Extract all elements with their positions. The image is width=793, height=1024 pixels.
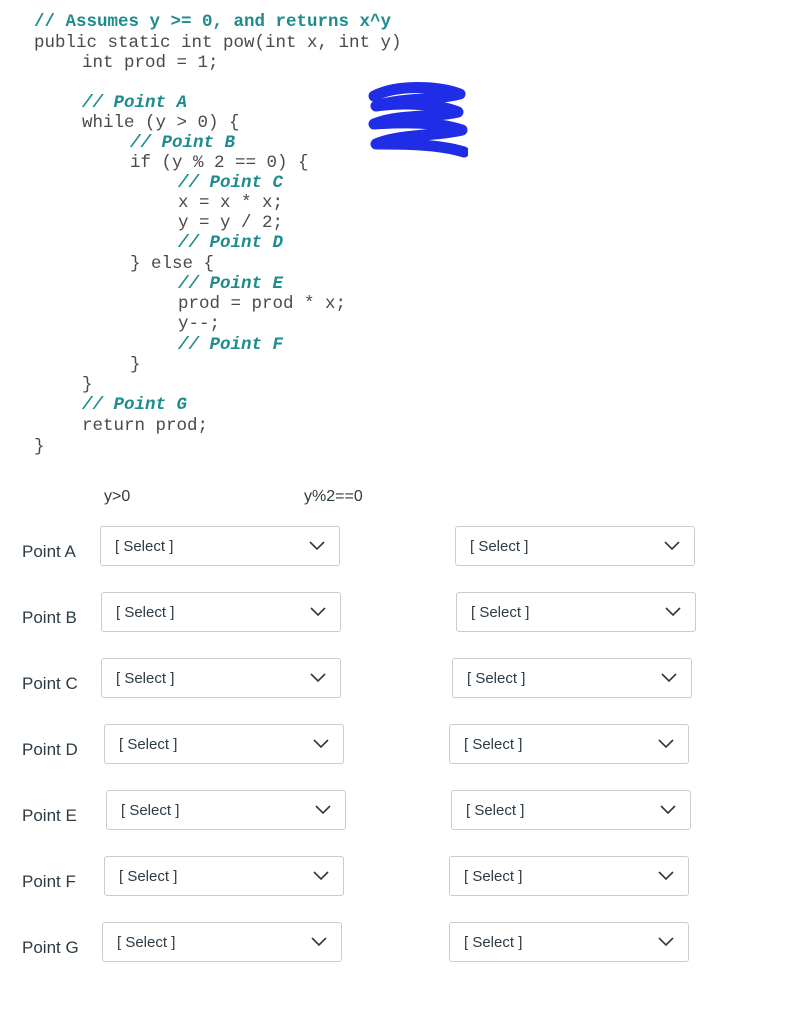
select-point-c-y-gt-0[interactable]: [ Select ]: [101, 658, 341, 698]
row-label-point-e: Point E: [22, 806, 77, 825]
select-value: [ Select ]: [119, 736, 178, 753]
row-label-point-f: Point F: [22, 872, 76, 891]
select-point-f-y-gt-0[interactable]: [ Select ]: [104, 856, 344, 896]
code-x-assign: x = x * x;: [178, 193, 284, 213]
chevron-down-icon: [310, 673, 326, 683]
code-y-dec: y--;: [178, 314, 221, 334]
select-point-b-y-mod-2[interactable]: [ Select ]: [456, 592, 696, 632]
code-point-e: // Point E: [178, 274, 284, 294]
code-point-f: // Point F: [178, 335, 284, 355]
row-label-point-g: Point G: [22, 938, 79, 957]
code-point-b: // Point B: [130, 133, 236, 153]
select-value: [ Select ]: [117, 934, 176, 951]
row-label-point-a: Point A: [22, 542, 76, 561]
select-point-b-y-gt-0[interactable]: [ Select ]: [101, 592, 341, 632]
chevron-down-icon: [313, 739, 329, 749]
column-header-y-gt-0: y>0: [104, 488, 131, 505]
code-else: } else {: [130, 254, 215, 274]
chevron-down-icon: [658, 739, 674, 749]
chevron-down-icon: [661, 673, 677, 683]
code-return: return prod;: [82, 416, 209, 436]
select-value: [ Select ]: [116, 604, 175, 621]
select-point-g-y-gt-0[interactable]: [ Select ]: [102, 922, 342, 962]
code-prod-assign: prod = prod * x;: [178, 294, 347, 314]
code-signature: public static int pow(int x, int y): [34, 33, 402, 53]
code-y-assign: y = y / 2;: [178, 213, 284, 233]
select-value: [ Select ]: [115, 538, 174, 555]
select-point-e-y-mod-2[interactable]: [ Select ]: [451, 790, 691, 830]
code-prod-init: int prod = 1;: [82, 53, 219, 73]
chevron-down-icon: [309, 541, 325, 551]
select-value: [ Select ]: [464, 868, 523, 885]
chevron-down-icon: [665, 607, 681, 617]
redaction-scribble: [368, 82, 468, 158]
select-point-c-y-mod-2[interactable]: [ Select ]: [452, 658, 692, 698]
code-comment-header: // Assumes y >= 0, and returns x^y: [34, 12, 392, 32]
code-close-if: }: [130, 355, 141, 375]
row-label-point-b: Point B: [22, 608, 77, 627]
chevron-down-icon: [310, 607, 326, 617]
select-point-a-y-mod-2[interactable]: [ Select ]: [455, 526, 695, 566]
select-value: [ Select ]: [121, 802, 180, 819]
chevron-down-icon: [311, 937, 327, 947]
code-point-a: // Point A: [82, 93, 188, 113]
select-value: [ Select ]: [116, 670, 175, 687]
select-point-f-y-mod-2[interactable]: [ Select ]: [449, 856, 689, 896]
select-point-d-y-mod-2[interactable]: [ Select ]: [449, 724, 689, 764]
row-label-point-d: Point D: [22, 740, 78, 759]
chevron-down-icon: [313, 871, 329, 881]
code-close-while: }: [82, 375, 93, 395]
chevron-down-icon: [658, 937, 674, 947]
row-label-point-c: Point C: [22, 674, 78, 693]
chevron-down-icon: [315, 805, 331, 815]
code-point-g: // Point G: [82, 395, 188, 415]
select-point-g-y-mod-2[interactable]: [ Select ]: [449, 922, 689, 962]
select-value: [ Select ]: [471, 604, 530, 621]
select-point-e-y-gt-0[interactable]: [ Select ]: [106, 790, 346, 830]
chevron-down-icon: [664, 541, 680, 551]
select-value: [ Select ]: [119, 868, 178, 885]
select-value: [ Select ]: [464, 934, 523, 951]
code-close-method: }: [34, 437, 45, 457]
code-while: while (y > 0) {: [82, 113, 240, 133]
select-point-a-y-gt-0[interactable]: [ Select ]: [100, 526, 340, 566]
code-point-c: // Point C: [178, 173, 284, 193]
chevron-down-icon: [660, 805, 676, 815]
select-value: [ Select ]: [470, 538, 529, 555]
select-value: [ Select ]: [464, 736, 523, 753]
select-value: [ Select ]: [467, 670, 526, 687]
code-point-d: // Point D: [178, 233, 284, 253]
select-value: [ Select ]: [466, 802, 525, 819]
column-header-y-mod-2: y%2==0: [304, 488, 363, 505]
select-point-d-y-gt-0[interactable]: [ Select ]: [104, 724, 344, 764]
code-if: if (y % 2 == 0) {: [130, 153, 309, 173]
chevron-down-icon: [658, 871, 674, 881]
